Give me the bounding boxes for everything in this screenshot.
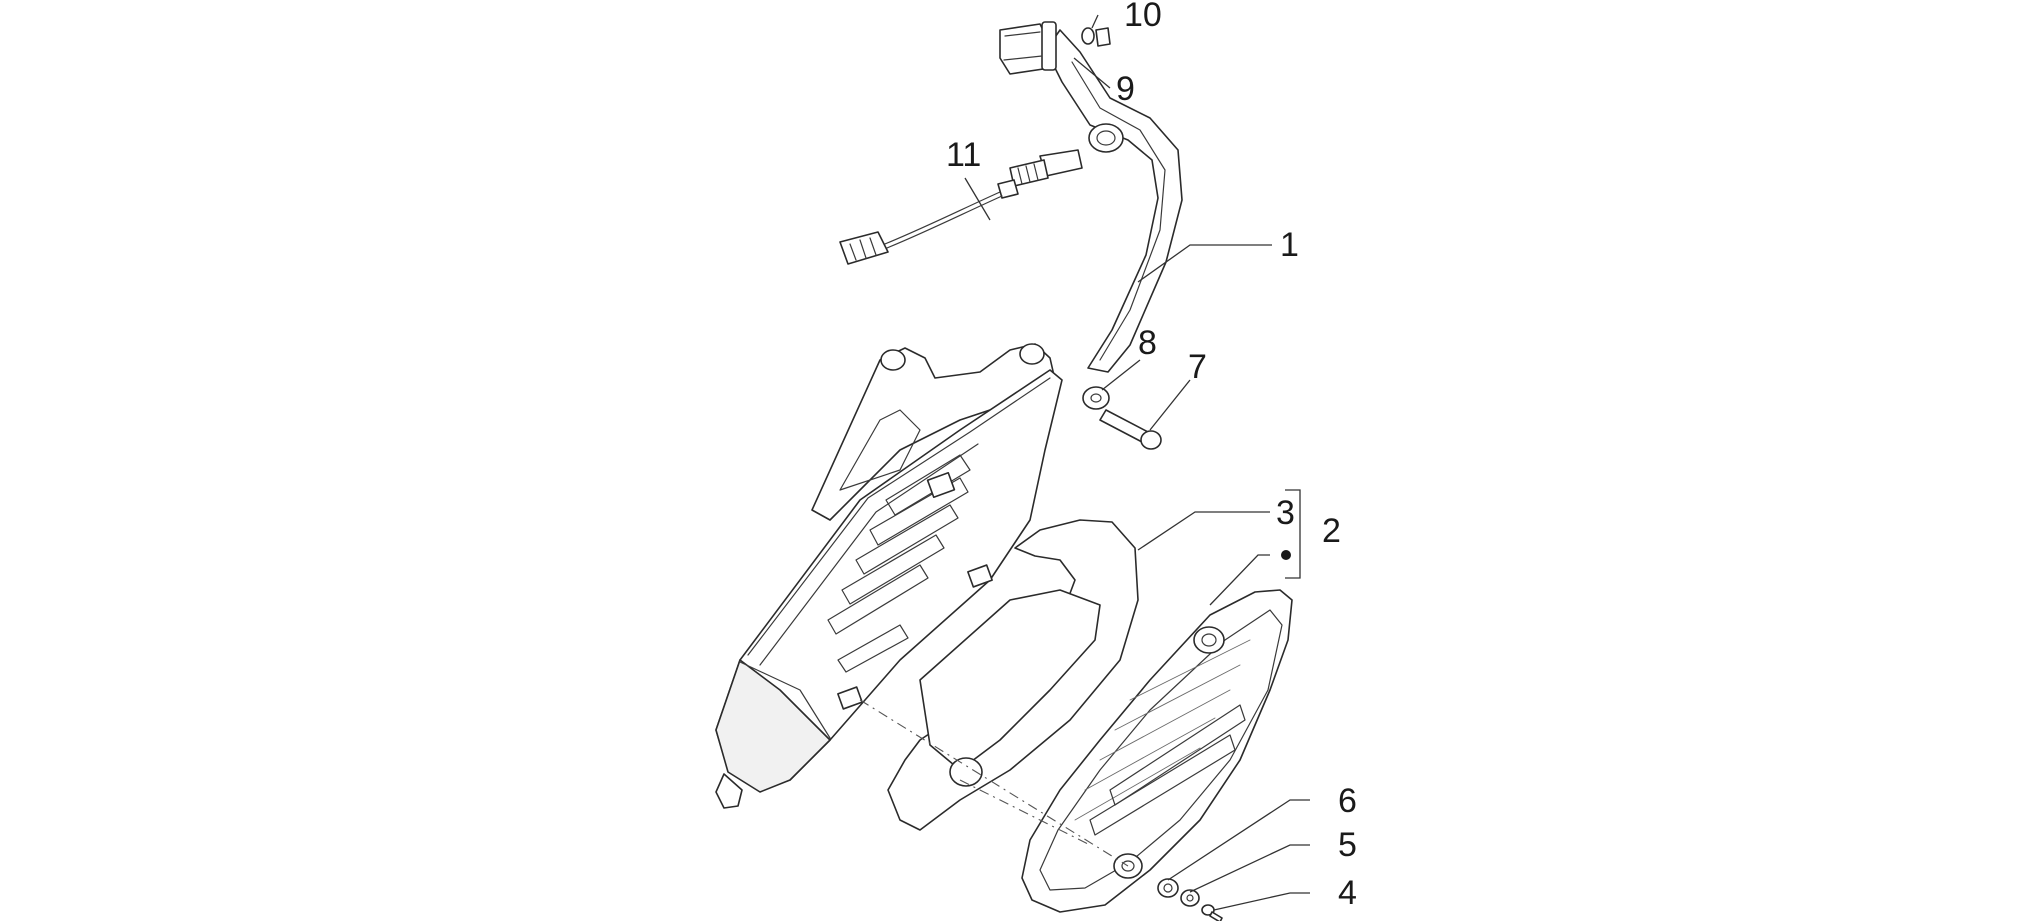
assembly-line-lower bbox=[959, 779, 1091, 846]
callout-8: 8 bbox=[1138, 324, 1157, 362]
assembly-line-upper bbox=[859, 699, 1129, 867]
heat-shield bbox=[1021, 589, 1293, 913]
callout-9: 9 bbox=[1116, 70, 1135, 108]
screw-4 bbox=[1201, 904, 1223, 921]
exhaust-pipe bbox=[999, 21, 1183, 373]
callout-2: 2 bbox=[1322, 512, 1341, 550]
reference-bullet bbox=[1281, 550, 1291, 560]
muffler bbox=[715, 343, 1063, 809]
washer-8 bbox=[1082, 386, 1110, 410]
leader-lines bbox=[964, 14, 1310, 911]
washer-5 bbox=[1180, 889, 1200, 907]
callout-4: 4 bbox=[1338, 874, 1357, 912]
bolt-7 bbox=[1099, 409, 1162, 450]
lambda-sensor bbox=[839, 149, 1083, 265]
callout-1: 1 bbox=[1280, 226, 1299, 264]
callout-6: 6 bbox=[1338, 782, 1357, 820]
gasket-3 bbox=[887, 519, 1139, 831]
callout-7: 7 bbox=[1188, 348, 1207, 386]
callout-labels: 1 2 3 4 5 6 7 8 9 10 11 bbox=[946, 0, 1357, 912]
callout-3: 3 bbox=[1276, 494, 1295, 532]
callout-11: 11 bbox=[946, 136, 981, 174]
bush-6 bbox=[1157, 878, 1179, 898]
callout-10: 10 bbox=[1124, 0, 1162, 34]
callout-5: 5 bbox=[1338, 826, 1357, 864]
washer-10 bbox=[1081, 27, 1111, 47]
